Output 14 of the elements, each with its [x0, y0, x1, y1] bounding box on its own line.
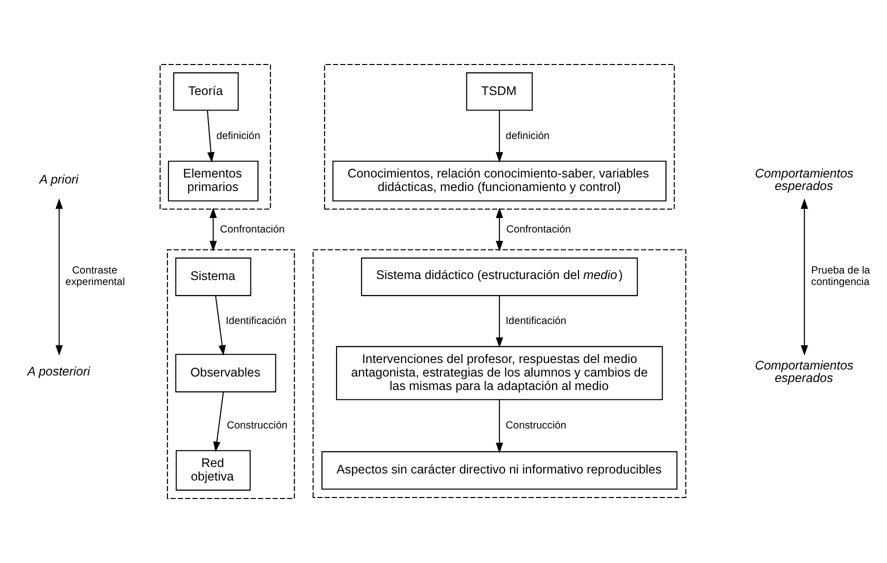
- edge-label: Identificación: [226, 316, 286, 328]
- node-text: Comportamientos esperados: [754, 166, 854, 194]
- edge-label: Identificación: [506, 316, 566, 328]
- edge-label: Confrontación: [220, 224, 285, 236]
- edge-label: Construcción: [506, 420, 566, 432]
- node-text: Comportamientos esperados: [754, 358, 854, 386]
- node-text: A posteriori: [27, 364, 90, 378]
- node-text: A priori: [39, 172, 78, 186]
- edge-label: Construcción: [226, 420, 288, 432]
- edge-label: Contraste experimental: [65, 266, 125, 288]
- edge-label: definición: [216, 130, 260, 142]
- edge-label: Confrontación: [506, 224, 571, 236]
- edge-label: Prueba de la contingencia: [811, 266, 870, 288]
- edge-label: definición: [506, 130, 550, 142]
